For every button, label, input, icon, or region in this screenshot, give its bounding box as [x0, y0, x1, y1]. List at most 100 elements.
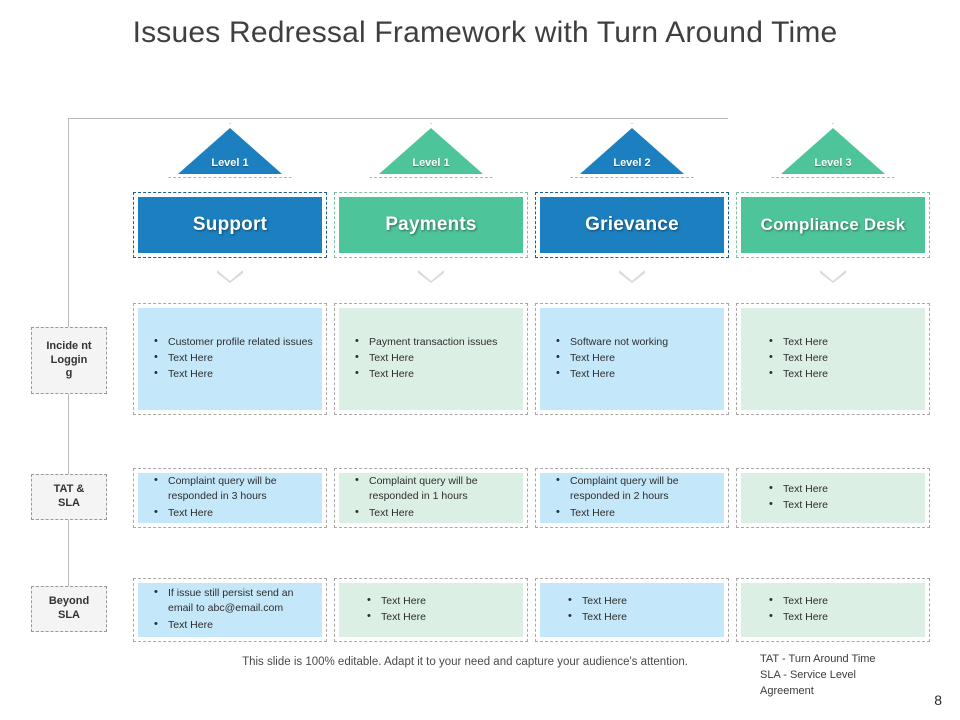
row-label-beyond-sla[interactable]: Beyond SLA	[31, 586, 107, 632]
list-item: Complaint query will be responded in 1 h…	[347, 473, 517, 504]
content-card-body: Customer profile related issuesText Here…	[138, 308, 322, 410]
list-item: Text Here	[347, 350, 517, 366]
list-item: Text Here	[749, 334, 919, 350]
list-item: Complaint query will be responded in 3 h…	[146, 473, 316, 504]
content-card-tat-sla-support[interactable]: Complaint query will be responded in 3 h…	[133, 468, 327, 528]
list-item: Text Here	[749, 609, 919, 625]
content-card-body: Complaint query will be responded in 2 h…	[540, 473, 724, 523]
list-item: Text Here	[548, 505, 718, 521]
content-card-body: Software not workingText HereText Here	[540, 308, 724, 410]
level-triangle-compliance-desk[interactable]: Level 3	[771, 123, 895, 178]
list-item: Text Here	[548, 609, 718, 625]
bullet-list: Customer profile related issuesText Here…	[146, 334, 316, 384]
level-label: Level 2	[613, 157, 651, 169]
bullet-list: Text HereText HereText Here	[749, 334, 919, 384]
content-card-tat-sla-grievance[interactable]: Complaint query will be responded in 2 h…	[535, 468, 729, 528]
bullet-list: Text HereText Here	[347, 593, 517, 626]
content-card-incident-logging-payments[interactable]: Payment transaction issuesText HereText …	[334, 303, 528, 415]
content-card-tat-sla-compliance-desk[interactable]: Text HereText Here	[736, 468, 930, 528]
list-item: Text Here	[146, 617, 316, 633]
chevron-down-icon	[418, 270, 444, 283]
bullet-list: Text HereText Here	[749, 481, 919, 514]
row-label-tat-sla-text: TAT & SLA	[53, 483, 85, 509]
level-triangle-support[interactable]: Level 1	[168, 123, 292, 178]
connector-line-horizontal	[68, 118, 728, 119]
header-card-compliance-desk[interactable]: Compliance Desk	[736, 192, 930, 258]
header-label-support: Support	[138, 197, 322, 253]
content-card-incident-logging-compliance-desk[interactable]: Text HereText HereText Here	[736, 303, 930, 415]
list-item: Text Here	[347, 505, 517, 521]
bullet-list: Complaint query will be responded in 2 h…	[548, 473, 718, 522]
list-item: Text Here	[749, 593, 919, 609]
list-item: Text Here	[749, 366, 919, 382]
footer-note: This slide is 100% editable. Adapt it to…	[242, 656, 688, 668]
bullet-list: Text HereText Here	[548, 593, 718, 626]
bullet-list: Complaint query will be responded in 1 h…	[347, 473, 517, 522]
list-item: Text Here	[146, 366, 316, 382]
content-card-body: Text HereText Here	[540, 583, 724, 637]
list-item: Text Here	[347, 366, 517, 382]
list-item: Complaint query will be responded in 2 h…	[548, 473, 718, 504]
header-card-payments[interactable]: Payments	[334, 192, 528, 258]
list-item: Text Here	[548, 593, 718, 609]
bullet-list: If issue still persist send an email to …	[146, 585, 316, 634]
header-label-compliance-desk: Compliance Desk	[741, 197, 925, 253]
content-card-body: Text HereText Here	[741, 583, 925, 637]
list-item: Text Here	[146, 505, 316, 521]
header-card-grievance[interactable]: Grievance	[535, 192, 729, 258]
content-card-incident-logging-grievance[interactable]: Software not workingText HereText Here	[535, 303, 729, 415]
content-card-body: Text HereText Here	[741, 473, 925, 523]
column-grievance: Level 2GrievanceSoftware not workingText…	[535, 0, 729, 720]
content-card-body: Payment transaction issuesText HereText …	[339, 308, 523, 410]
content-card-body: Complaint query will be responded in 1 h…	[339, 473, 523, 523]
chevron-down-icon	[217, 270, 243, 283]
content-card-beyond-sla-payments[interactable]: Text HereText Here	[334, 578, 528, 642]
page-title: Issues Redressal Framework with Turn Aro…	[132, 16, 838, 49]
row-label-incident-logging[interactable]: Incide nt Loggin g	[31, 327, 107, 394]
list-item: Text Here	[347, 593, 517, 609]
list-item: Software not working	[548, 334, 718, 350]
header-label-payments: Payments	[339, 197, 523, 253]
list-item: Customer profile related issues	[146, 334, 316, 350]
content-card-body: Text HereText HereText Here	[741, 308, 925, 410]
column-support: Level 1 SupportCustomer profile related i…	[133, 0, 327, 720]
list-item: Text Here	[548, 366, 718, 382]
content-card-beyond-sla-compliance-desk[interactable]: Text HereText Here	[736, 578, 930, 642]
list-item: Text Here	[146, 350, 316, 366]
bullet-list: Software not workingText HereText Here	[548, 334, 718, 384]
level-triangle-grievance[interactable]: Level 2	[570, 123, 694, 178]
level-label: Level 3	[814, 157, 852, 169]
column-payments: Level 1 PaymentsPayment transaction issue…	[334, 0, 528, 720]
list-item: Payment transaction issues	[347, 334, 517, 350]
content-card-body: If issue still persist send an email to …	[138, 583, 322, 637]
list-item: Text Here	[749, 481, 919, 497]
content-card-body: Complaint query will be responded in 3 h…	[138, 473, 322, 523]
row-label-tat-sla[interactable]: TAT & SLA	[31, 474, 107, 520]
content-card-tat-sla-payments[interactable]: Complaint query will be responded in 1 h…	[334, 468, 528, 528]
legend: TAT - Turn Around Time SLA - Service Lev…	[760, 652, 950, 700]
row-label-incident-logging-text: Incide nt Loggin g	[46, 339, 92, 380]
content-card-incident-logging-support[interactable]: Customer profile related issuesText Here…	[133, 303, 327, 415]
legend-line-tat: TAT - Turn Around Time	[760, 653, 876, 665]
chevron-down-icon	[820, 270, 846, 283]
content-card-body: Text HereText Here	[339, 583, 523, 637]
list-item: Text Here	[548, 350, 718, 366]
header-card-support[interactable]: Support	[133, 192, 327, 258]
list-item: Text Here	[347, 609, 517, 625]
row-label-beyond-sla-text: Beyond SLA	[48, 595, 90, 621]
list-item: Text Here	[749, 350, 919, 366]
content-card-beyond-sla-grievance[interactable]: Text HereText Here	[535, 578, 729, 642]
list-item: Text Here	[749, 497, 919, 513]
bullet-list: Complaint query will be responded in 3 h…	[146, 473, 316, 522]
page-number: 8	[934, 692, 942, 708]
bullet-list: Text HereText Here	[749, 593, 919, 626]
level-label: Level 1	[412, 157, 450, 169]
header-label-grievance: Grievance	[540, 197, 724, 253]
legend-line-sla: SLA - Service Level	[760, 668, 856, 681]
bullet-list: Payment transaction issuesText HereText …	[347, 334, 517, 384]
level-triangle-payments[interactable]: Level 1	[369, 123, 493, 178]
legend-line-agreement: Agreement	[760, 684, 814, 697]
list-item: If issue still persist send an email to …	[146, 585, 316, 616]
content-card-beyond-sla-support[interactable]: If issue still persist send an email to …	[133, 578, 327, 642]
